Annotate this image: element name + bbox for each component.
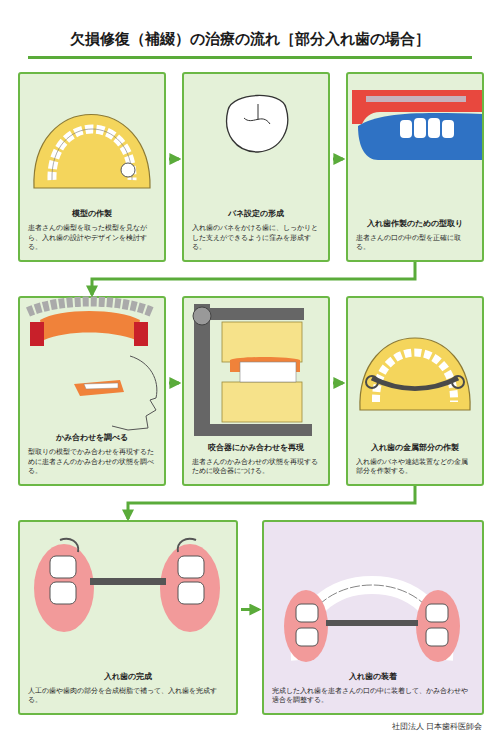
process-box: 模型の作製患者さんの歯型を取った模型を見ながら、入れ歯の設計やデザインを検討する… <box>18 72 166 262</box>
step-description: 入れ歯のバネや連結装置などの金属部分を作製する。 <box>356 457 474 476</box>
diagram-title: 欠損修復（補綴）の治療の流れ［部分入れ歯の場合］ <box>0 30 500 49</box>
process-box: バネ設定の形成入れ歯のバネをかける歯に、しっかりとした支えができるように窪みを形… <box>182 72 330 262</box>
step-heading: かみ合わせを調べる <box>28 433 156 443</box>
step-description: 完成した入れ歯を患者さんの口の中に装着して、かみ合わせや適合を調整する。 <box>272 686 474 705</box>
step-heading: 入れ歯の完成 <box>28 672 228 682</box>
flow-arrow <box>92 262 415 295</box>
step-description: 入れ歯のバネをかける歯に、しっかりとした支えができるように窪みを形成する。 <box>192 223 320 252</box>
step-description: 患者さんの口の中の型を正確に取る。 <box>356 233 474 252</box>
step-heading: 入れ歯作製のための型取り <box>356 219 474 229</box>
step-heading: 入れ歯の装着 <box>272 672 474 682</box>
process-box: かみ合わせを調べる型取りの模型でかみ合わせを再現するために患者さんのかみ合わせの… <box>18 296 166 486</box>
process-box: 入れ歯の装着完成した入れ歯を患者さんの口の中に装着して、かみ合わせや適合を調整す… <box>262 520 484 715</box>
process-box: 入れ歯の金属部分の作製入れ歯のバネや連結装置などの金属部分を作製する。 <box>346 296 484 486</box>
step-description: 人工の歯や歯肉の部分を合成樹脂で補って、入れ歯を完成する。 <box>28 686 228 705</box>
flow-arrow <box>169 382 179 385</box>
step-heading: バネ設定の形成 <box>192 209 320 219</box>
process-box: 入れ歯作製のための型取り患者さんの口の中の型を正確に取る。 <box>346 72 484 262</box>
step-description: 患者さんの歯型を取った模型を見ながら、入れ歯の設計やデザインを検討する。 <box>28 223 156 252</box>
step-heading: 入れ歯の金属部分の作製 <box>356 443 474 453</box>
flow-arrow <box>128 486 415 519</box>
step-heading: 模型の作製 <box>28 209 156 219</box>
flow-arrow <box>333 382 343 385</box>
step-heading: 咬合器にかみ合わせを再現 <box>192 443 320 453</box>
title-rule <box>28 56 472 59</box>
step-description: 型取りの模型でかみ合わせを再現するために患者さんのかみ合わせの状態を調べる。 <box>28 447 156 476</box>
flow-arrow <box>169 158 179 161</box>
process-box: 入れ歯の完成人工の歯や歯肉の部分を合成樹脂で補って、入れ歯を完成する。 <box>18 520 238 715</box>
flow-arrow <box>333 158 343 161</box>
flow-arrow <box>241 608 259 611</box>
step-description: 患者さんのかみ合わせの状態を再現するために咬合器につける。 <box>192 457 320 476</box>
publisher-credit: 社団法人 日本歯科医師会 <box>392 722 482 732</box>
process-box: 咬合器にかみ合わせを再現患者さんのかみ合わせの状態を再現するために咬合器につける… <box>182 296 330 486</box>
